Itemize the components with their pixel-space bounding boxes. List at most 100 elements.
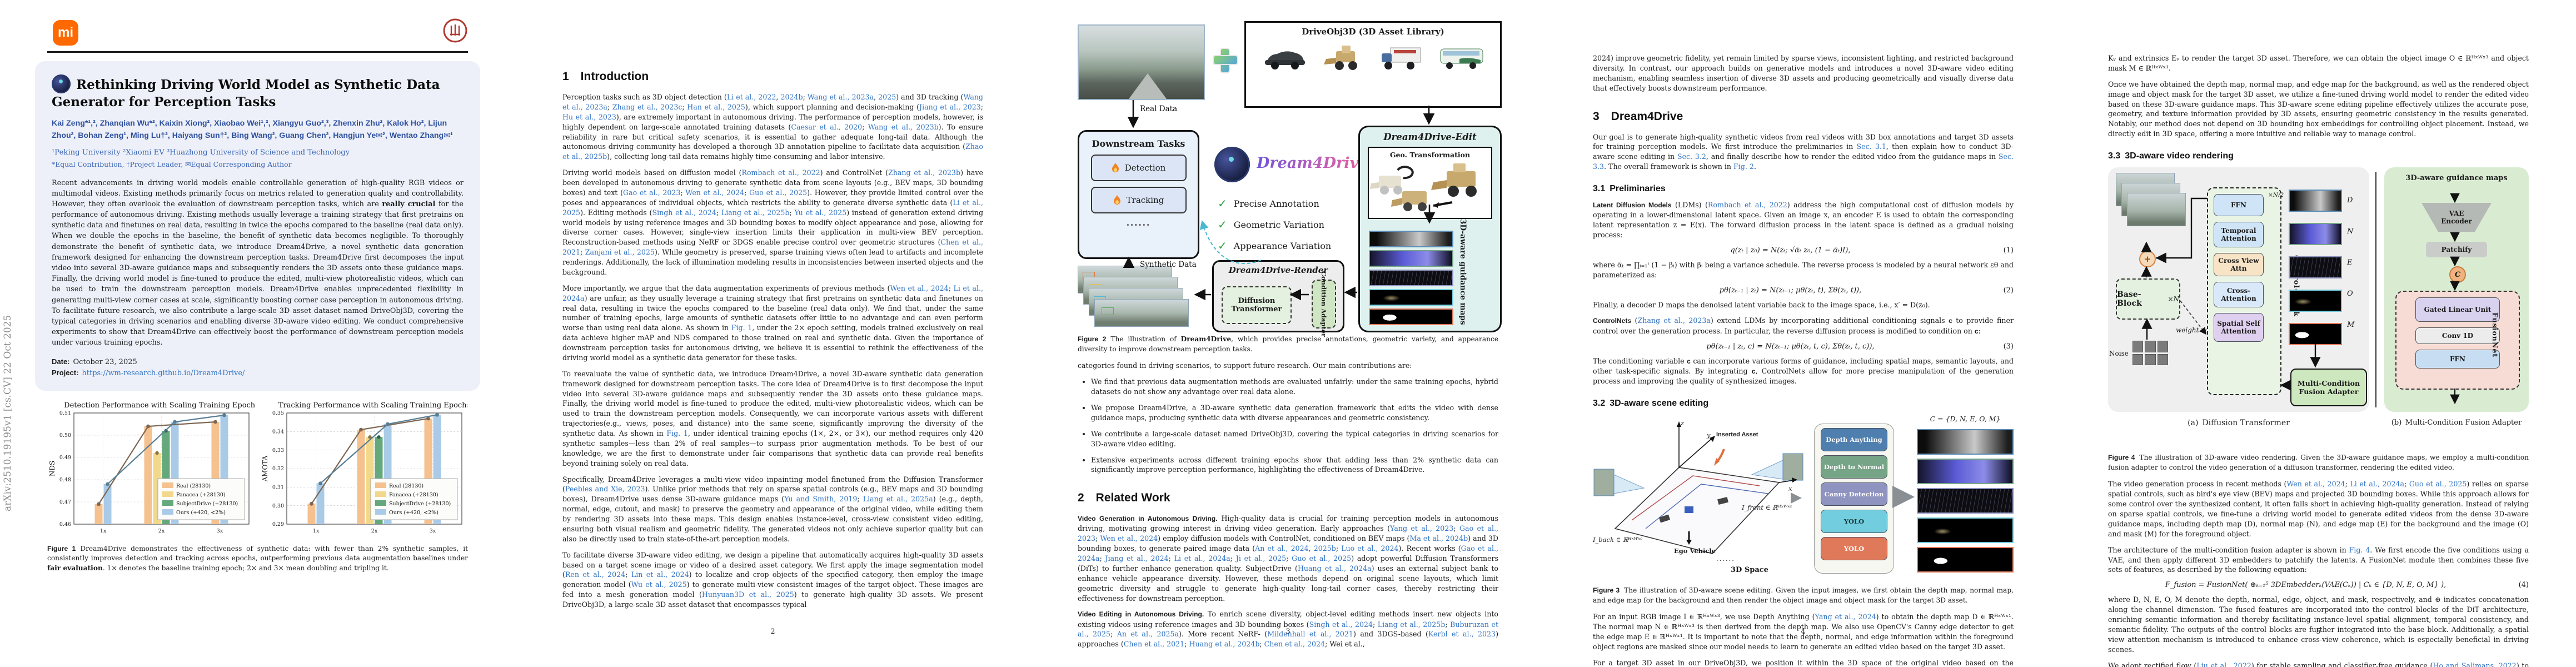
spatial-self-attention-block: Spatial Self Attention xyxy=(2214,313,2264,342)
axis-y-label: y xyxy=(1707,431,1711,439)
paragraph: Once we have obtained the depth map, nor… xyxy=(2108,79,2529,138)
i-front-label: I_front ∈ ℝᴴˣᵂˣᶜ xyxy=(1742,503,1792,511)
svg-text:1x: 1x xyxy=(100,528,107,534)
paragraph: We adopt rectified flow (Liu et al., 202… xyxy=(2108,661,2529,667)
guidance-maps-label: 3D-aware guidance maps xyxy=(2405,174,2508,182)
equation-1: q(zₜ | z₀) = N(zₜ; √ᾱₜ z₀, (1 − ᾱₜ)I),(1… xyxy=(1593,246,2014,255)
guidance-maps-column xyxy=(1369,231,1453,328)
figure3-diagram: z y x Inserted Asset I_back ∈ ℝᴴˣᵂˣᶜ Ego… xyxy=(1593,415,2014,581)
abstract-card: Rethinking Driving World Model as Synthe… xyxy=(35,61,480,391)
equation-body: pθ(zₜ₋₁ | zₜ, c) = N(zₜ₋₁; μθ(zₜ, t, c),… xyxy=(1706,342,1875,351)
dream4drive-logo-icon xyxy=(1214,147,1250,182)
svg-text:0.51: 0.51 xyxy=(59,410,71,416)
equation-number: (2) xyxy=(2003,286,2014,295)
page1-header: mi xyxy=(0,0,515,53)
paragraph: The conditioning variable c can incorpor… xyxy=(1593,356,2014,386)
panel-a-caption: (a) Diffusion Transformer xyxy=(2188,419,2290,427)
section-33-heading: 3.3 3D-aware video rendering xyxy=(2108,151,2234,161)
3d-space-illustration xyxy=(1593,421,1803,554)
page-number: 2 xyxy=(770,628,775,636)
page-5: Kᵥ and extrinsics Eᵥ to render the targe… xyxy=(2061,0,2576,667)
figure2-label: Figure 2 xyxy=(1078,335,1107,343)
noise-label: Noise xyxy=(2109,350,2129,357)
page-number: 3 xyxy=(1285,628,1291,636)
paragraph: For a target 3D asset in our DriveObj3D,… xyxy=(1593,658,2014,667)
section-32-heading: 3.2 3D-aware scene editing xyxy=(1593,398,1709,408)
control-repeat-label: ×N/2 xyxy=(2268,192,2284,198)
paragraph: Driving world models based on diffusion … xyxy=(562,168,984,276)
real-data-label: Real Data xyxy=(1140,104,1178,113)
svg-text:3x: 3x xyxy=(217,528,223,534)
diffusion-transformer-panel: + Base-Block×N Noise weight copy FFN Tem… xyxy=(2108,167,2369,412)
dream4drive-render-box: Dream4Drive-Render Diffusion Transformer… xyxy=(1212,260,1344,337)
panel-divider xyxy=(2375,172,2376,407)
asset-loader-icon xyxy=(1323,46,1357,70)
flame-icon xyxy=(1112,163,1119,172)
asset-bus-icon xyxy=(1440,48,1483,69)
object-map-thumb xyxy=(1369,289,1453,306)
dream4drive-logo-icon xyxy=(52,74,71,93)
svg-text:0.32: 0.32 xyxy=(272,466,284,472)
equation-number: (3) xyxy=(2003,342,2014,351)
figure1-charts: Detection Performance with Scaling Train… xyxy=(47,399,468,540)
check-label: Appearance Variation xyxy=(1233,240,1332,251)
page-3: DriveObj3D (3D Asset Library) Real Data … xyxy=(1030,0,1546,667)
map-label-o: O xyxy=(2347,290,2353,298)
base-block-label: Base-Block xyxy=(2117,290,2142,308)
paragraph: where ᾱₜ = ∏ᵢ₌₁ᵗ (1 − βᵢ) with βᵢ being … xyxy=(1593,260,2014,279)
figure4-diagram: + Base-Block×N Noise weight copy FFN Tem… xyxy=(2108,167,2529,449)
condition-adapter-label: Condition Adapter xyxy=(1320,271,1328,337)
asset-truck-icon xyxy=(1381,47,1421,69)
mask-map-thumb xyxy=(1369,308,1453,325)
paragraph: Video Editing in Autonomous Driving. To … xyxy=(1078,610,1499,649)
condition-adapter-box: Condition Adapter xyxy=(1312,271,1336,337)
page-number: 5 xyxy=(2316,628,2321,636)
plus-icon xyxy=(1213,48,1238,73)
affiliations: ¹Peking University ²Xiaomi EV ³Huazhong … xyxy=(52,148,350,157)
asset-library-title: DriveObj3D (3D Asset Library) xyxy=(1302,27,1444,37)
page-2: 1 Introduction Perception tasks such as … xyxy=(515,0,1030,667)
check-item: ✓Precise Annotation xyxy=(1218,197,1331,210)
tracking-label: Tracking xyxy=(1126,195,1164,205)
svg-text:0.30: 0.30 xyxy=(272,502,284,509)
paragraph: For an input RGB image I ∈ ℝᴴˣᵂˣ³, we us… xyxy=(1593,613,2014,651)
project-label: Project: xyxy=(52,368,79,377)
figure4-caption-text: The illustration of 3D-aware video rende… xyxy=(2108,454,2529,471)
noise-grid xyxy=(2132,341,2168,365)
encoder-label: Encoder xyxy=(2441,217,2472,225)
contribution-item: We find that previous data augmentation … xyxy=(1091,377,1498,397)
cross-view-attn-block: Cross View Attn xyxy=(2214,253,2264,276)
paragraph: 2024) improve geometric fidelity, yet re… xyxy=(1593,54,2014,92)
svg-text:2x: 2x xyxy=(371,528,378,534)
project-line: Project:https://wm-research.github.io/Dr… xyxy=(52,369,464,377)
svg-text:3x: 3x xyxy=(430,528,436,534)
synthetic-data-label: Synthetic Data xyxy=(1140,260,1197,269)
synthetic-data-stack xyxy=(1078,266,1197,329)
page-4: 2024) improve geometric fidelity, yet re… xyxy=(1546,0,2061,667)
inserted-asset-label: Inserted Asset xyxy=(1716,431,1758,438)
project-url-link[interactable]: https://wm-research.github.io/Dream4Driv… xyxy=(82,369,245,377)
pku-seal-logo xyxy=(442,18,468,43)
edge-map-thumb xyxy=(1369,270,1453,286)
figure2-caption-text: The illustration of Dream4Drive, which p… xyxy=(1078,335,1498,353)
base-block-repeat: ×N xyxy=(2168,295,2179,303)
paragraph: The architecture of the multi-condition … xyxy=(2108,545,2529,574)
fig3-ellipsis: ...... xyxy=(1716,554,1735,563)
conv1d-box: Conv 1D xyxy=(2415,327,2500,344)
map-label-m: M xyxy=(2347,321,2355,329)
date-label: Date: xyxy=(52,357,70,366)
geo-transformation-label: Geo. Transformation xyxy=(1389,151,1471,159)
edge-strip xyxy=(1917,487,2014,514)
paragraph: The video generation process in recent m… xyxy=(2108,480,2529,538)
contribution-item: We propose Dream4Drive, a 3D-aware synth… xyxy=(1091,403,1498,423)
base-block: Base-Block ×N xyxy=(2116,278,2180,320)
map-label-e: E xyxy=(2347,258,2353,267)
map-label-n: N xyxy=(2347,227,2354,236)
cross-attention-block: Cross-Attention xyxy=(2214,282,2264,307)
equation-4: F_fusion = FusionNet( ⊕ₖ₌₁⁵ 3DEmbedderₖ(… xyxy=(2108,581,2529,589)
depth-anything-pill: Depth Anything xyxy=(1821,427,1887,451)
paragraph: To facilitate diverse 3D-aware video edi… xyxy=(562,550,984,609)
xiaomi-logo: mi xyxy=(53,20,78,46)
